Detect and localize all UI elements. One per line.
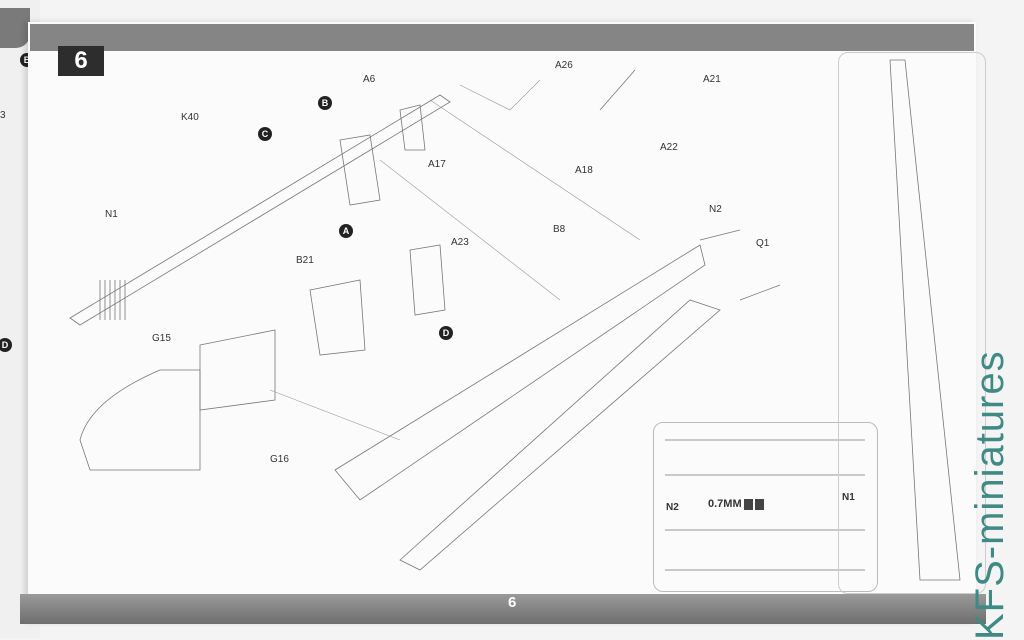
cockpit-floor [79, 369, 201, 471]
part-label-a23: A23 [451, 237, 469, 248]
seat-assembly [199, 329, 276, 411]
part-label-n1: N1 [105, 209, 118, 220]
drill-size: 0.7MM [708, 498, 742, 510]
part-label-a18: A18 [575, 165, 593, 176]
part-label-n2: N2 [709, 204, 722, 215]
callout-d: D [439, 326, 453, 340]
callout-b: B [318, 96, 332, 110]
inset-label-n2: N2 [666, 502, 679, 513]
hole-icon [754, 498, 764, 510]
instruction-page [28, 22, 976, 622]
guide-lines [269, 79, 641, 441]
part-label-b21: B21 [296, 255, 314, 266]
inset-label-n1: N1 [842, 492, 855, 503]
header-bar [30, 24, 974, 51]
callout-a: A [339, 224, 353, 238]
fuselage-lower-part [334, 244, 706, 501]
drill-icon [743, 498, 753, 510]
left-fragment: 3 [0, 110, 6, 121]
part-label-a21: A21 [703, 74, 721, 85]
part-label-k40: K40 [181, 112, 199, 123]
part-label-a26: A26 [555, 60, 573, 71]
part-label-g16: G16 [270, 454, 289, 465]
small-parts [599, 69, 781, 301]
watermark: KFS-miniatures [968, 350, 1012, 640]
step-number: 6 [58, 46, 104, 76]
detail-inset [653, 422, 878, 592]
fuselage-upper-part [69, 94, 451, 326]
part-label-q1: Q1 [756, 238, 770, 249]
bulkheads [309, 104, 446, 356]
side-view-drawing [889, 59, 961, 581]
fuselage-side-part [399, 299, 721, 571]
footer-bar [20, 594, 986, 624]
page-number: 6 [508, 594, 517, 611]
drill-note: 0.7MM [708, 498, 764, 510]
ladder-part [99, 280, 126, 320]
left-callout-d: D [0, 338, 12, 352]
part-label-g15: G15 [152, 333, 171, 344]
inset-drawing [665, 439, 865, 571]
callout-c: C [258, 127, 272, 141]
left-page-bar [0, 8, 30, 48]
part-label-a6: A6 [363, 74, 376, 85]
side-view-panel [838, 52, 986, 594]
part-label-a17: A17 [428, 159, 446, 170]
part-label-a22: A22 [660, 142, 678, 153]
part-label-b8: B8 [553, 224, 566, 235]
